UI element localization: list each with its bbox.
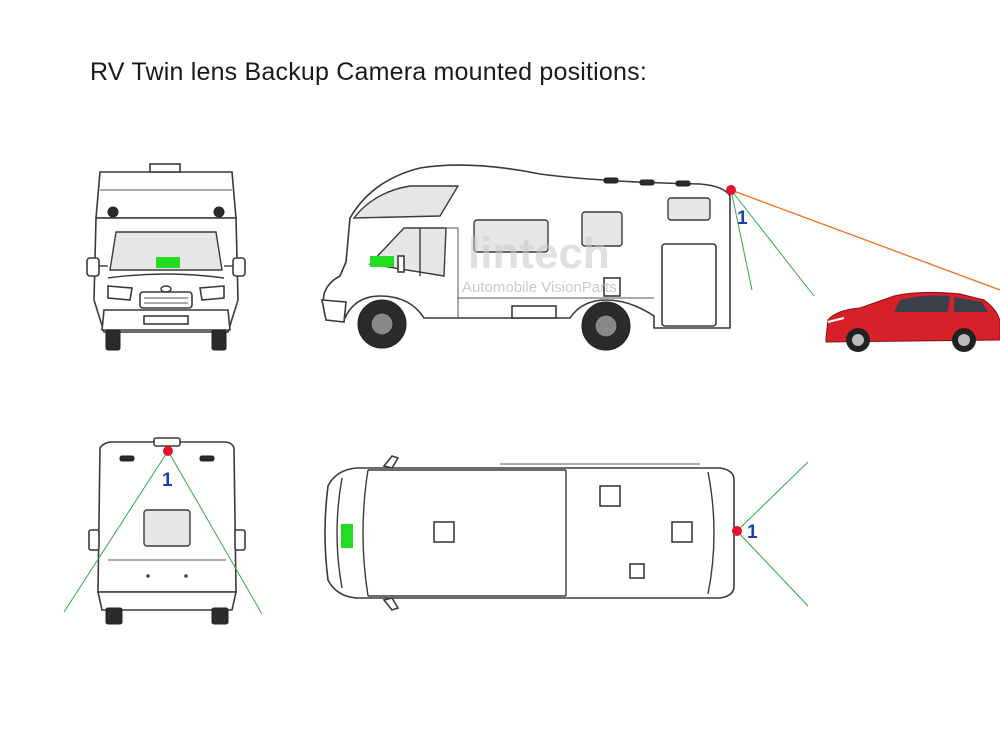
camera-dot-top — [732, 526, 742, 536]
rear-view: 1 — [63, 437, 263, 625]
camera-label-side: 1 — [737, 208, 748, 229]
front-view — [86, 163, 246, 351]
camera-label-top: 1 — [747, 522, 758, 543]
monitor-marker-side — [370, 256, 394, 267]
camera-label-rear: 1 — [162, 470, 173, 491]
monitor-marker-front — [156, 257, 180, 268]
watermark-tagline: Automobile VisionParts — [462, 279, 617, 296]
red-car — [825, 291, 1000, 352]
watermark-brand: lintech — [468, 229, 610, 278]
monitor-marker-top — [341, 524, 353, 548]
page-title: RV Twin lens Backup Camera mounted posit… — [90, 58, 647, 86]
watermark: lintech Automobile VisionParts — [462, 229, 617, 296]
side-view: 1 — [321, 164, 1000, 351]
camera-dot-side — [726, 185, 736, 195]
camera-dot-rear — [163, 446, 173, 456]
top-view: 1 — [324, 455, 809, 611]
